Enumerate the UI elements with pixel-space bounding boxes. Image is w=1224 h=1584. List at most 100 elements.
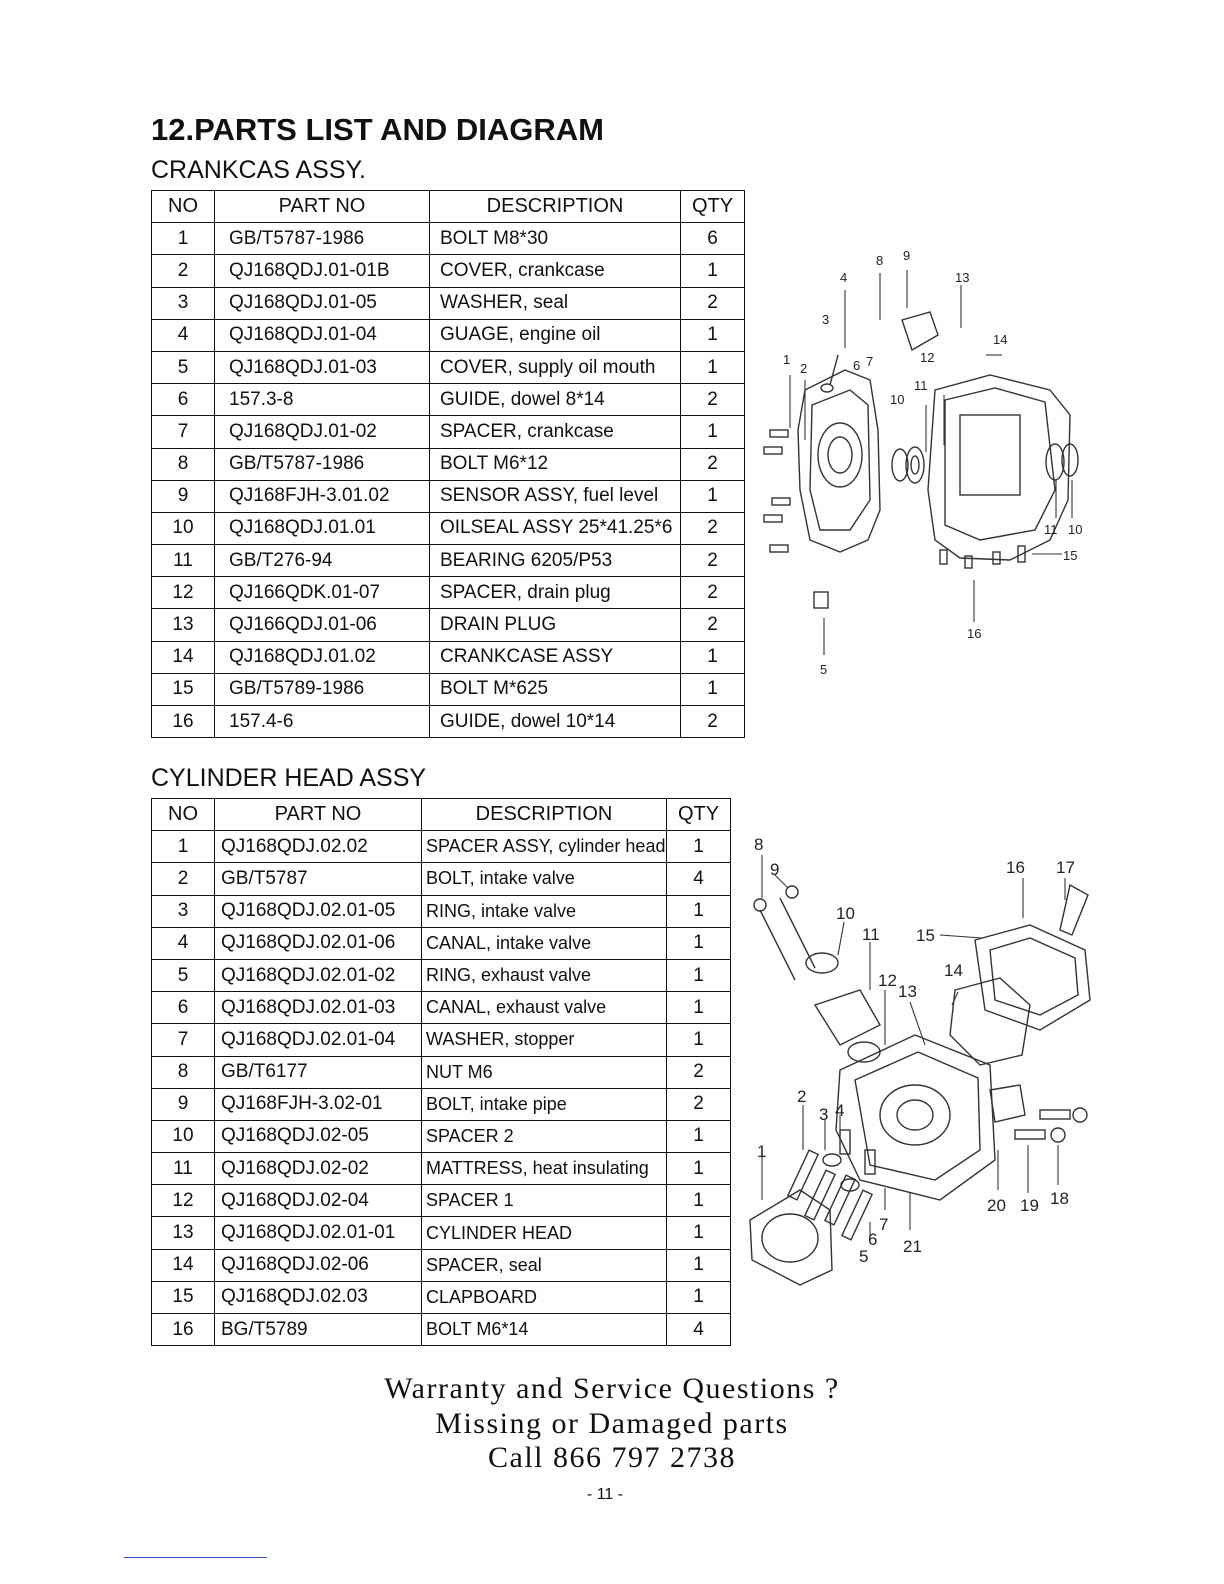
crankcase-cavity	[959, 414, 1021, 496]
crankcase-cover-shape	[797, 369, 881, 553]
crankcase-main-shape	[927, 374, 1071, 561]
cell-qty: 2	[680, 383, 745, 417]
cylinder-head-section-title: CYLINDER HEAD ASSY	[151, 764, 427, 792]
cell-part-no: QJ168QDJ.01-05	[214, 286, 430, 320]
bearing-right	[1045, 443, 1065, 481]
cell-description: BOLT M6*12	[429, 447, 681, 481]
exhaust-valve-ring	[840, 1178, 860, 1192]
cylinder-head-callout-numbers: 8 9 10 11 12 13 14 15 16 17 2 3 4 1 7 6 …	[754, 835, 1075, 1266]
cell-no: 15	[151, 672, 215, 707]
cell-qty: 1	[666, 958, 731, 993]
combustion-chamber	[879, 1084, 951, 1146]
cell-no: 13	[151, 608, 215, 642]
cell-description: BOLT M6*14	[421, 1312, 667, 1347]
col-header-qty: QTY	[666, 797, 731, 832]
callout-2: 2	[800, 361, 807, 376]
intake-pipe-stud-2	[779, 897, 816, 969]
callout-12: 12	[878, 971, 897, 990]
cell-no: 9	[151, 479, 215, 513]
cell-no: 2	[151, 862, 215, 896]
cell-description: WASHER, stopper	[421, 1023, 667, 1057]
cell-qty: 1	[666, 894, 731, 928]
exhaust-stud-1	[1039, 1109, 1071, 1120]
cell-qty: 1	[666, 1280, 731, 1315]
callout-13: 13	[955, 270, 969, 285]
crankcase-leader-lines	[789, 270, 1073, 655]
cell-qty: 2	[680, 608, 745, 642]
cell-part-no: QJ166QDJ.01-06	[214, 608, 430, 642]
cell-no: 12	[151, 1184, 215, 1218]
cell-qty: 1	[680, 318, 745, 352]
oilseal-left	[905, 446, 925, 484]
cell-description: BEARING 6205/P53	[429, 544, 681, 578]
cell-no: 3	[151, 894, 215, 928]
clapboard	[974, 924, 1091, 1031]
cell-qty: 2	[680, 511, 745, 546]
cell-description: BOLT, intake valve	[421, 862, 667, 896]
oilseal-left-inner	[910, 455, 920, 475]
callout-3: 3	[819, 1105, 828, 1124]
cell-part-no: QJ168QDJ.02-02	[214, 1152, 422, 1186]
cell-no: 16	[151, 1312, 215, 1347]
cell-no: 12	[151, 576, 215, 610]
cell-no: 13	[151, 1216, 215, 1250]
exhaust-stud-2	[1014, 1129, 1046, 1140]
cell-part-no: 157.4-6	[214, 704, 430, 739]
col-header-part-no: PART NO	[214, 797, 422, 832]
gasket-bore	[761, 1213, 819, 1263]
cell-description: WASHER, seal	[429, 286, 681, 320]
cell-qty: 1	[666, 926, 731, 960]
cell-part-no: QJ168QDJ.02.01-04	[214, 1023, 422, 1057]
cell-description: CANAL, intake valve	[421, 926, 667, 960]
callout-13: 13	[898, 982, 917, 1001]
cell-part-no: QJ168QDJ.02.03	[214, 1280, 422, 1315]
cell-no: 8	[151, 447, 215, 481]
cell-description: COVER, crankcase	[429, 254, 681, 288]
callout-8: 8	[876, 253, 883, 268]
cell-description: SPACER, seal	[421, 1248, 667, 1282]
washer-seal	[820, 383, 834, 393]
cell-no: 4	[151, 926, 215, 960]
intake-pipe-stud-1	[759, 909, 796, 981]
cell-description: OILSEAL ASSY 25*41.25*6	[429, 511, 681, 546]
oilseal-right	[1061, 443, 1079, 477]
callout-6: 6	[853, 358, 860, 373]
callout-17: 17	[1056, 858, 1075, 877]
cell-description: SPACER, crankcase	[429, 415, 681, 449]
cell-part-no: QJ168QDJ.02.01-01	[214, 1216, 422, 1250]
callout-4: 4	[835, 1101, 844, 1120]
cell-no: 9	[151, 1087, 215, 1121]
exhaust-nut-2	[1050, 1127, 1066, 1143]
callout-19: 19	[1020, 1196, 1039, 1215]
cell-part-no: GB/T5787	[214, 862, 422, 896]
cylinder-head-inner	[854, 1051, 981, 1181]
table-header-row: NO PART NO DESCRIPTION QTY	[151, 797, 731, 832]
footer-missing-parts-line: Missing or Damaged parts	[435, 1407, 789, 1440]
cell-part-no: QJ168FJH-3.01.02	[214, 479, 430, 513]
callout-8: 8	[754, 835, 763, 854]
exhaust-nut-1	[1072, 1107, 1088, 1123]
cylinder-head-exploded-diagram: 8 9 10 11 12 13 14 15 16 17 2 3 4 1 7 6 …	[749, 835, 1091, 1286]
callout-1: 1	[757, 1142, 766, 1161]
callout-10-right: 10	[1068, 522, 1082, 537]
cell-no: 10	[151, 511, 215, 546]
footer-warranty-line: Warranty and Service Questions ?	[384, 1372, 840, 1405]
cell-part-no: QJ168QDJ.01-01B	[214, 254, 430, 288]
callout-9: 9	[770, 860, 779, 879]
spacer-1	[847, 1041, 881, 1063]
cover-bore-inner	[827, 436, 853, 474]
cell-qty: 2	[680, 447, 745, 481]
